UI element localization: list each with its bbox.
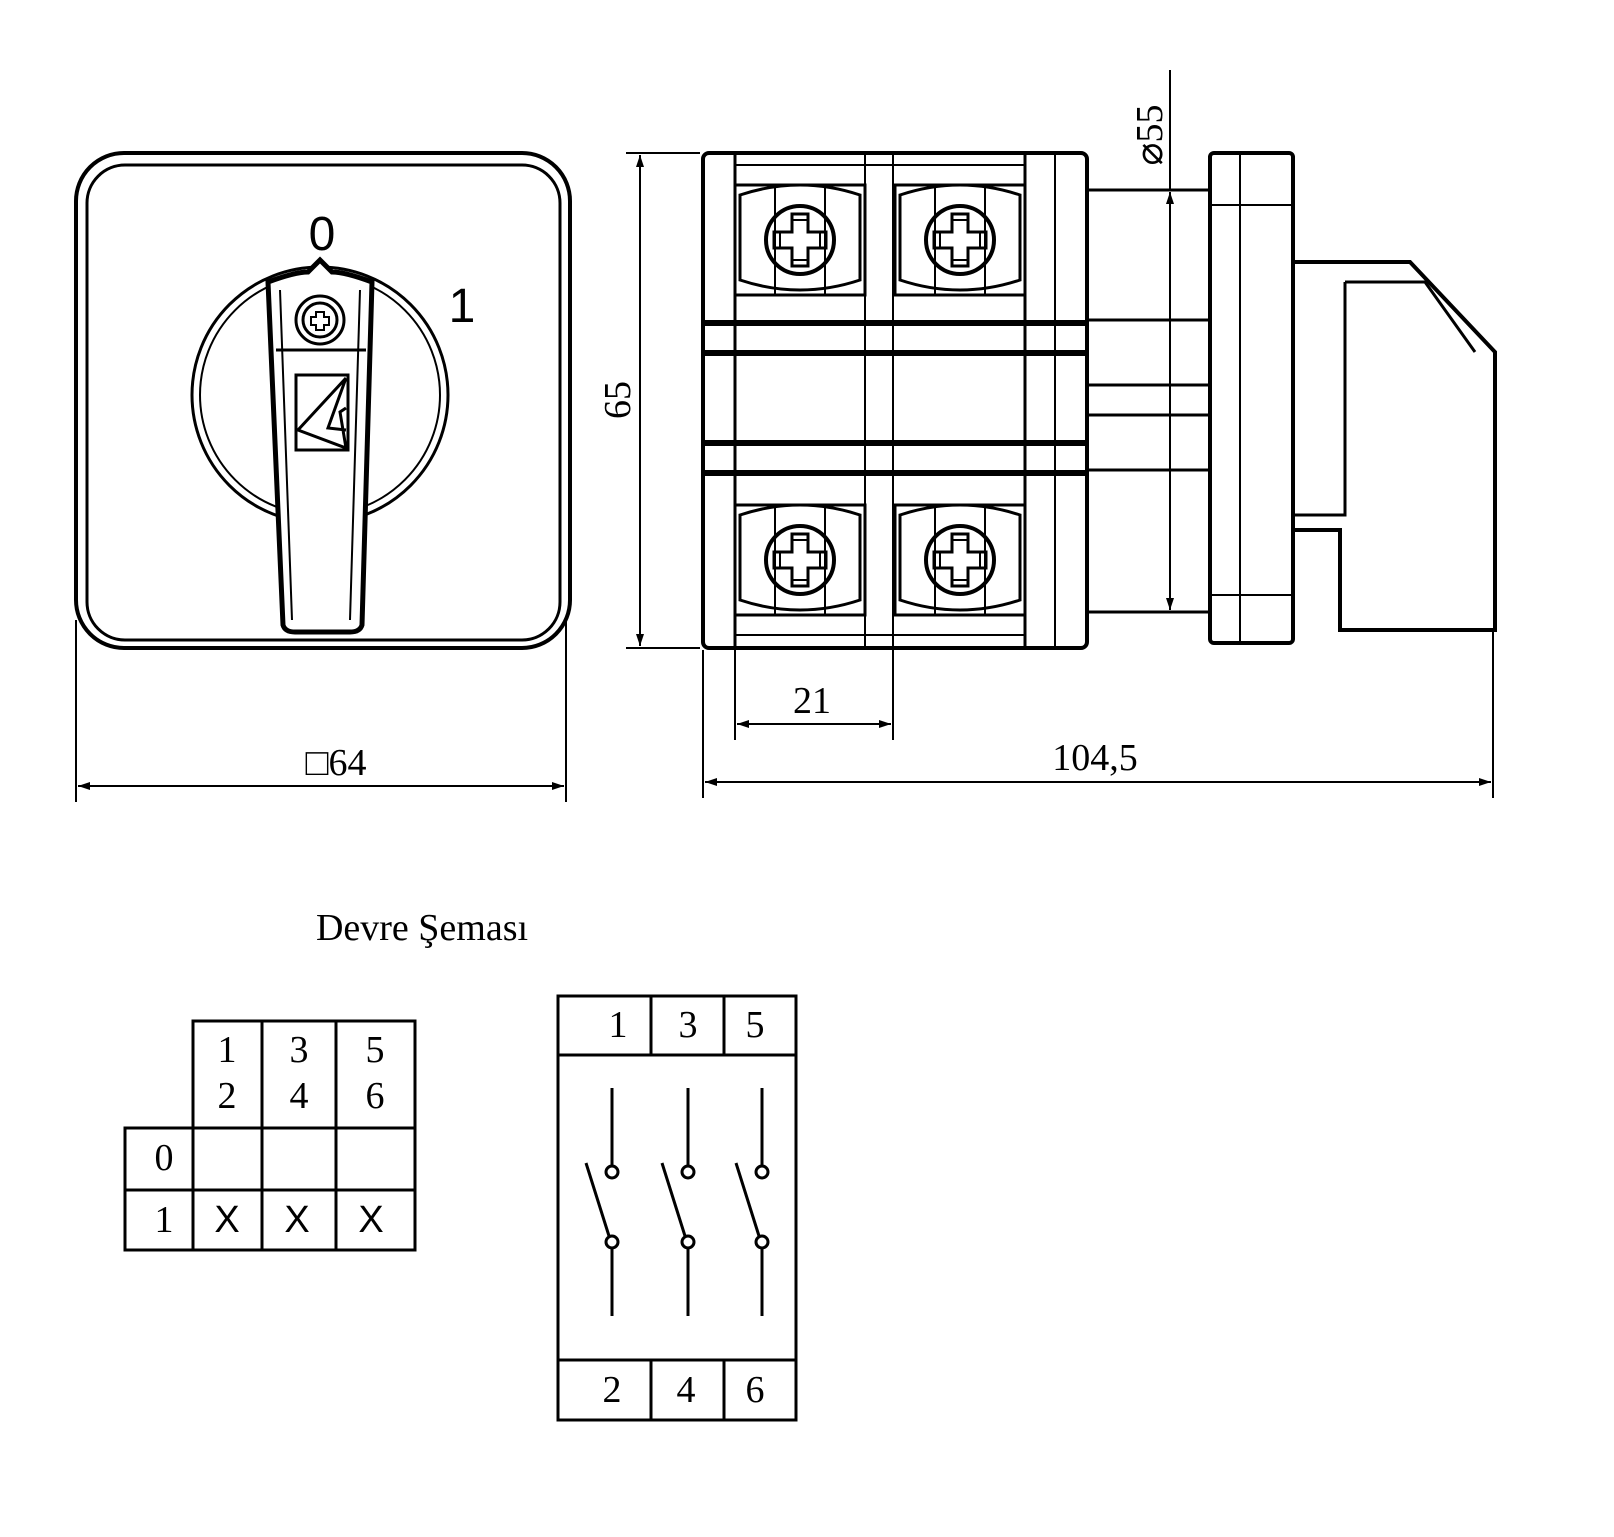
header-1: 1 xyxy=(218,1029,237,1071)
position-0-label: 0 xyxy=(309,208,336,261)
contact-icon xyxy=(584,1088,620,1316)
row-label-1: 1 xyxy=(155,1199,174,1241)
dimension-width: □64 xyxy=(306,742,367,784)
cell: X xyxy=(214,1199,239,1241)
terminal-6: 6 xyxy=(746,1369,765,1411)
header-6: 6 xyxy=(366,1075,385,1117)
screw-icon xyxy=(294,294,346,346)
side-view: 65 ⌀55 21 104,5 xyxy=(597,70,1497,798)
switch-schematic: 1 3 5 2 4 6 xyxy=(556,994,798,1422)
contact-icon xyxy=(660,1088,696,1316)
position-1-label: 1 xyxy=(449,280,476,333)
circuit-title: Devre Şeması xyxy=(316,907,528,949)
cell: X xyxy=(284,1199,309,1241)
header-2: 2 xyxy=(218,1075,237,1117)
dimension-diameter: ⌀55 xyxy=(1129,105,1171,166)
contact-icon xyxy=(734,1088,770,1316)
header-3: 3 xyxy=(290,1029,309,1071)
terminal-3: 3 xyxy=(679,1004,698,1046)
terminal-4: 4 xyxy=(677,1369,696,1411)
dimension-module: 21 xyxy=(793,680,831,722)
cell: X xyxy=(358,1199,383,1241)
header-4: 4 xyxy=(290,1075,309,1117)
terminal-5: 5 xyxy=(746,1004,765,1046)
row-label-0: 0 xyxy=(155,1137,174,1179)
switching-table: 1 2 3 4 5 6 0 1 X X X xyxy=(123,1019,417,1252)
terminal-1: 1 xyxy=(609,1004,628,1046)
terminal-2: 2 xyxy=(603,1369,622,1411)
dimension-height: 65 xyxy=(597,381,639,419)
brand-logo xyxy=(294,373,350,452)
header-5: 5 xyxy=(366,1029,385,1071)
front-view: 0 1 □64 xyxy=(74,151,572,802)
dimension-length: 104,5 xyxy=(1052,737,1138,779)
